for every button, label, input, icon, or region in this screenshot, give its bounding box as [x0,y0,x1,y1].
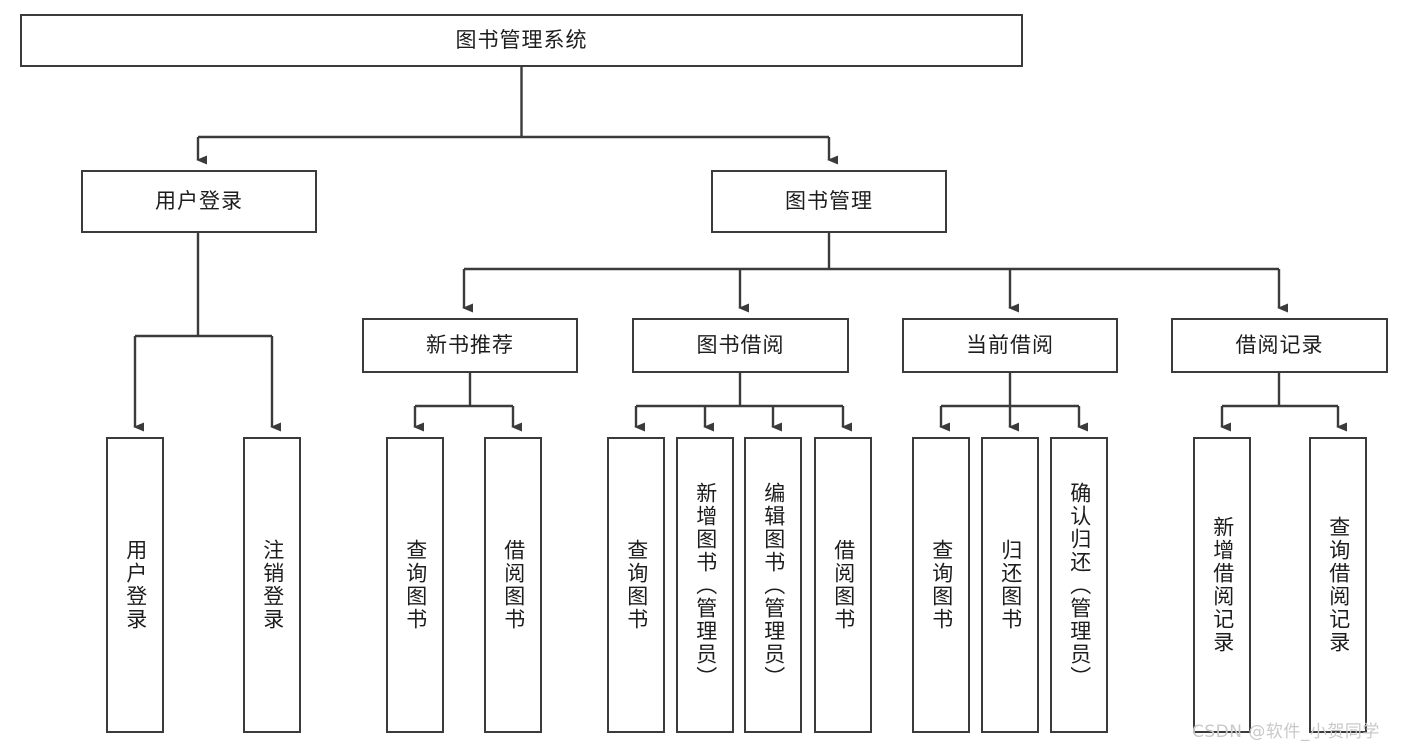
node-current-borrow[interactable]: 当前借阅 [902,318,1118,373]
leaf-current-borrow-3-label: 确认归还（管理员） [1067,481,1092,689]
leaf-current-borrow-1[interactable]: 查询图书 [912,437,970,733]
leaf-book-borrow-2-label: 新增图书（管理员） [693,481,718,689]
leaf-current-borrow-2-label: 归还图书 [998,539,1023,631]
node-book-borrow-label: 图书借阅 [696,333,785,358]
leaf-book-borrow-1-label: 查询图书 [624,539,649,631]
node-new-book-label: 新书推荐 [426,333,514,358]
leaf-book-borrow-4-label: 借阅图书 [831,539,856,631]
node-root[interactable]: 图书管理系统 [20,14,1023,67]
node-book-borrow[interactable]: 图书借阅 [632,318,849,373]
leaf-new-book-1-label: 查询图书 [403,539,428,631]
leaf-new-book-2[interactable]: 借阅图书 [484,437,542,733]
leaf-user-login-2[interactable]: 注销登录 [243,437,301,733]
node-borrow-record-label: 借阅记录 [1235,333,1324,358]
leaf-current-borrow-2[interactable]: 归还图书 [981,437,1039,733]
leaf-user-login-2-label: 注销登录 [260,539,285,631]
node-user-login-label: 用户登录 [155,189,243,214]
leaf-book-borrow-4[interactable]: 借阅图书 [814,437,872,733]
watermark: CSDN @软件_小贺同学 [1192,722,1380,742]
node-book-manage-label: 图书管理 [785,189,873,214]
leaf-current-borrow-3[interactable]: 确认归还（管理员） [1050,437,1108,733]
leaf-book-borrow-3[interactable]: 编辑图书（管理员） [744,437,802,733]
leaf-new-book-1[interactable]: 查询图书 [386,437,444,733]
leaf-borrow-record-2[interactable]: 查询借阅记录 [1309,437,1367,733]
node-root-label: 图书管理系统 [455,28,588,53]
leaf-user-login-1[interactable]: 用户登录 [106,437,164,733]
leaf-user-login-1-label: 用户登录 [123,539,148,631]
leaf-new-book-2-label: 借阅图书 [501,539,526,631]
node-user-login[interactable]: 用户登录 [81,170,317,233]
node-new-book[interactable]: 新书推荐 [362,318,578,373]
leaf-borrow-record-2-label: 查询借阅记录 [1326,516,1351,654]
node-current-borrow-label: 当前借阅 [966,333,1054,358]
leaf-current-borrow-1-label: 查询图书 [929,539,954,631]
node-book-manage[interactable]: 图书管理 [711,170,947,233]
node-borrow-record[interactable]: 借阅记录 [1171,318,1388,373]
leaf-borrow-record-1-label: 新增借阅记录 [1210,516,1235,654]
leaf-borrow-record-1[interactable]: 新增借阅记录 [1193,437,1251,733]
leaf-book-borrow-3-label: 编辑图书（管理员） [761,481,786,689]
leaf-book-borrow-2[interactable]: 新增图书（管理员） [676,437,734,733]
leaf-book-borrow-1[interactable]: 查询图书 [607,437,665,733]
